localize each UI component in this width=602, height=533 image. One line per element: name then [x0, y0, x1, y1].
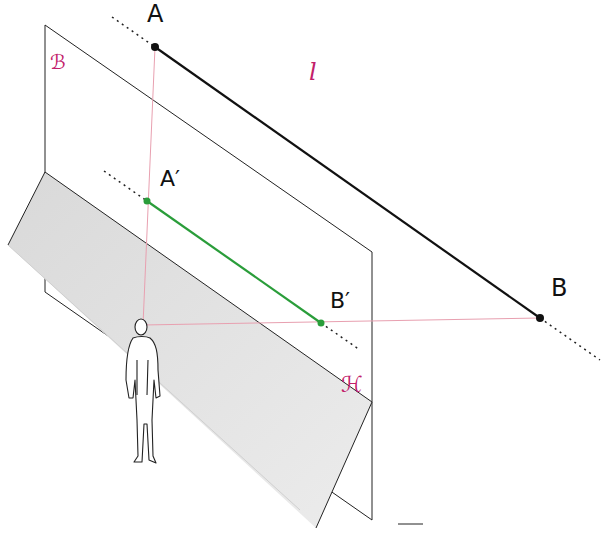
line-name: l	[309, 60, 317, 84]
point-label: B	[551, 276, 567, 300]
plane-name: ℬ	[50, 52, 66, 72]
ground-plane-edge	[8, 172, 372, 528]
plane-name: ℋ	[341, 374, 363, 396]
ground-plane-edge	[8, 245, 300, 510]
point-label: A′	[160, 168, 180, 190]
projected-line	[147, 201, 321, 323]
point-label: A	[147, 2, 163, 26]
sight-ray	[143, 47, 155, 325]
line-l	[155, 47, 540, 318]
observer-figure	[126, 319, 160, 463]
sight-ray	[143, 318, 540, 325]
ground-plane	[8, 172, 372, 528]
point	[318, 320, 325, 327]
point	[151, 43, 159, 51]
line-extension	[540, 318, 600, 360]
point	[144, 198, 151, 205]
tick-mark	[398, 524, 423, 525]
point-label: B′	[330, 290, 350, 312]
line-extension	[104, 171, 147, 201]
line-extension	[321, 323, 360, 350]
point	[536, 314, 544, 322]
